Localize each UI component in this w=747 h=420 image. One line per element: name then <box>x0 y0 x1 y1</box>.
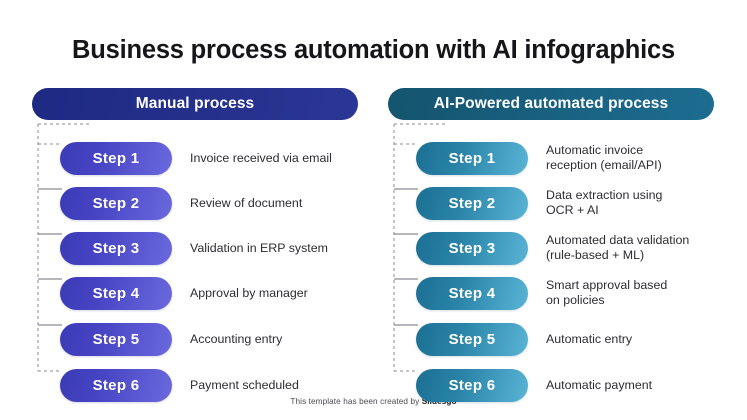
column-header-ai[interactable]: AI-Powered automated process <box>388 88 714 120</box>
step-description: Payment scheduled <box>190 378 299 393</box>
column-ai: AI-Powered automated process <box>388 88 714 120</box>
step-description: Smart approval based on policies <box>546 278 667 308</box>
page-title: Business process automation with AI info… <box>72 36 675 64</box>
step-description-line: Automatic entry <box>546 331 633 346</box>
step-description: Review of document <box>190 196 302 211</box>
step-badge[interactable]: Step 4 <box>416 276 528 310</box>
step-row[interactable]: Step 5 Automatic entry <box>388 321 714 357</box>
step-row[interactable]: Step 2 Review of document <box>32 185 358 221</box>
footer-credit: This template has been created by Slides… <box>0 397 747 406</box>
step-description-line: Payment scheduled <box>190 377 299 392</box>
step-description: Automatic invoice reception (email/API) <box>546 143 662 173</box>
step-row[interactable]: Step 6 Automatic payment <box>388 367 714 403</box>
step-row[interactable]: Step 4 Approval by manager <box>32 275 358 311</box>
step-description-line: Automated data validation <box>546 233 690 247</box>
connector-lines-manual <box>37 123 90 372</box>
step-description-line: Accounting entry <box>190 331 283 346</box>
connector-lines-ai <box>393 123 446 372</box>
step-description-line: Smart approval based <box>546 278 668 292</box>
step-description: Automatic payment <box>546 378 652 393</box>
step-description-line: reception (email/API) <box>546 158 662 172</box>
step-badge[interactable]: Step 2 <box>60 186 172 220</box>
step-badge[interactable]: Step 4 <box>60 276 172 310</box>
step-description-line: (rule-based + ML) <box>546 248 645 262</box>
step-badge[interactable]: Step 3 <box>60 231 172 265</box>
step-description-line: Review of document <box>190 195 303 210</box>
step-description-line: Approval by manager <box>190 285 308 300</box>
step-row[interactable]: Step 5 Accounting entry <box>32 321 358 357</box>
footer-brand: Slidesgo <box>421 397 457 406</box>
step-description-line: Invoice received via email <box>190 150 332 165</box>
step-row[interactable]: Step 3 Automated data validation (rule-b… <box>388 230 714 266</box>
step-row[interactable]: Step 3 Validation in ERP system <box>32 230 358 266</box>
step-description-line: Automatic payment <box>546 377 653 392</box>
step-description-line: Automatic invoice <box>546 143 644 157</box>
step-description: Automatic entry <box>546 332 632 347</box>
step-description-line: Validation in ERP system <box>190 240 328 255</box>
step-badge[interactable]: Step 5 <box>60 322 172 356</box>
step-row[interactable]: Step 6 Payment scheduled <box>32 367 358 403</box>
step-badge[interactable]: Step 2 <box>416 186 528 220</box>
step-description: Approval by manager <box>190 286 308 301</box>
step-badge[interactable]: Step 6 <box>416 368 528 402</box>
step-description: Invoice received via email <box>190 151 332 166</box>
step-row[interactable]: Step 1 Automatic invoice reception (emai… <box>388 140 714 176</box>
step-description-line: OCR + AI <box>546 203 599 217</box>
step-badge[interactable]: Step 5 <box>416 322 528 356</box>
step-description: Validation in ERP system <box>190 241 328 256</box>
step-description: Data extraction using OCR + AI <box>546 188 662 218</box>
step-row[interactable]: Step 2 Data extraction using OCR + AI <box>388 185 714 221</box>
step-description: Automated data validation (rule-based + … <box>546 233 689 263</box>
step-row[interactable]: Step 4 Smart approval based on policies <box>388 275 714 311</box>
step-badge[interactable]: Step 3 <box>416 231 528 265</box>
step-description: Accounting entry <box>190 332 282 347</box>
column-manual: Manual process <box>32 88 358 120</box>
step-row[interactable]: Step 1 Invoice received via email <box>32 140 358 176</box>
column-header-manual[interactable]: Manual process <box>32 88 358 120</box>
step-badge[interactable]: Step 1 <box>60 141 172 175</box>
step-description-line: on policies <box>546 293 605 307</box>
footer-text: This template has been created by <box>290 397 422 406</box>
step-badge[interactable]: Step 6 <box>60 368 172 402</box>
step-badge[interactable]: Step 1 <box>416 141 528 175</box>
step-description-line: Data extraction using <box>546 188 663 202</box>
